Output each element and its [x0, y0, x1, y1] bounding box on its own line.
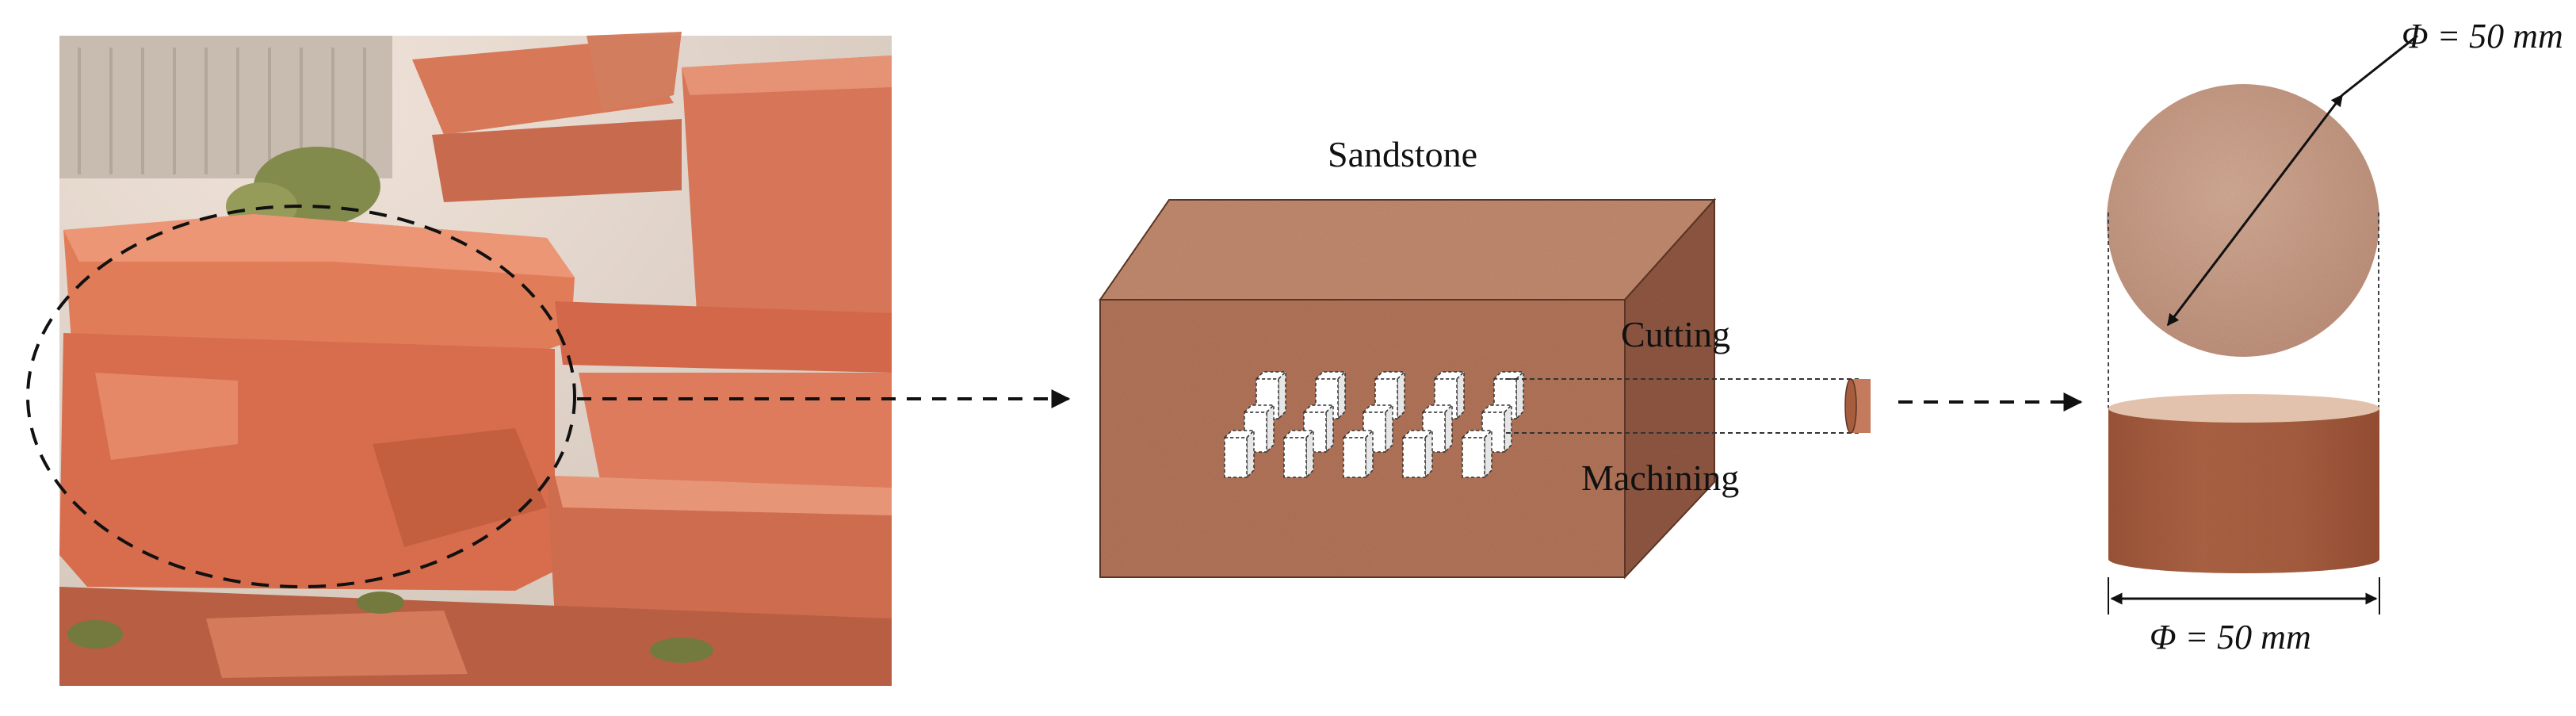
core-sample-array	[1223, 370, 1525, 479]
core-cube	[1492, 370, 1525, 420]
cutting-guide	[1506, 378, 1859, 434]
block-side-face	[1625, 200, 1714, 577]
core-cube	[1342, 429, 1374, 479]
machining-label: Machining	[1581, 458, 1739, 498]
core-cube	[1223, 429, 1256, 479]
cutting-label: Cutting	[1621, 314, 1730, 354]
top-diameter-label: Φ = 50 mm	[2402, 17, 2563, 56]
bottom-diameter-label: Φ = 50 mm	[2150, 618, 2311, 657]
specimen-top-view	[2107, 34, 2418, 357]
core-cube	[1243, 404, 1275, 454]
specimen-cylinder	[2108, 394, 2379, 573]
top-diameter-arrow	[2166, 94, 2344, 327]
sandstone-block	[1099, 197, 1717, 580]
bottom-diameter-dimension	[2108, 577, 2380, 615]
cut-disc	[1844, 378, 1871, 434]
core-cube	[1461, 429, 1493, 479]
block-title: Sandstone	[1328, 134, 1477, 174]
quarry-photo	[26, 32, 892, 686]
selection-ellipse	[26, 205, 576, 588]
core-cube	[1401, 429, 1434, 479]
core-cube	[1282, 429, 1315, 479]
block-top-face	[1100, 200, 1714, 300]
